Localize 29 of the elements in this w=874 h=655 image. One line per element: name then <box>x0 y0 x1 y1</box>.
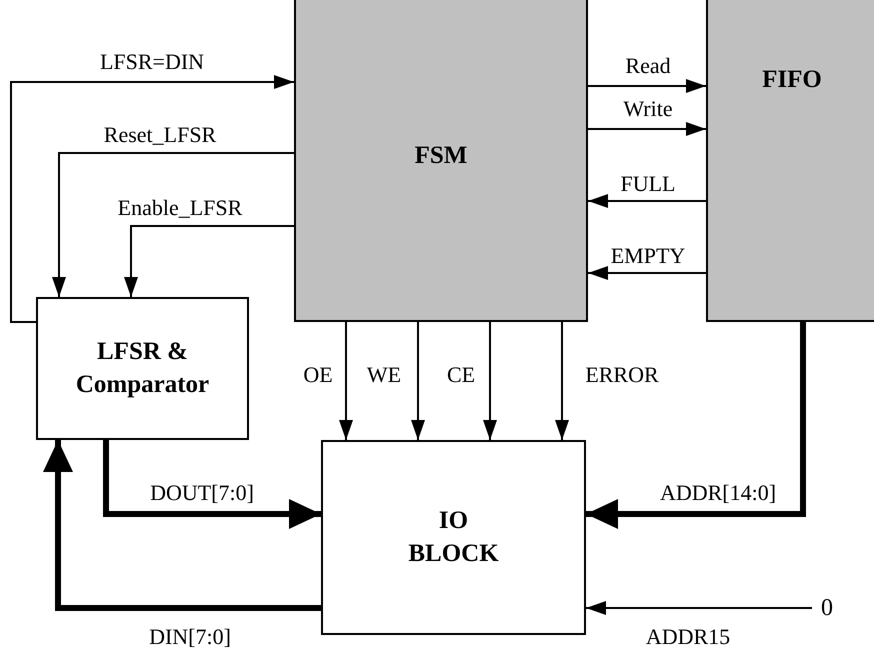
signal-arrow <box>588 194 706 208</box>
fsm-block <box>294 0 588 322</box>
signal-label: Reset_LFSR <box>102 124 218 146</box>
block-title: LFSR & Comparator <box>76 337 210 400</box>
fifo-block <box>706 0 874 322</box>
signal-arrow <box>339 322 353 440</box>
signal-arrow <box>586 601 812 615</box>
signal-value: 0 <box>821 594 833 624</box>
signal-label: DOUT[7:0] <box>149 482 255 504</box>
bus-arrow <box>586 322 806 529</box>
block-title: FSM <box>414 141 468 171</box>
bus-arrow <box>103 440 321 529</box>
signal-label: DIN[7:0] <box>148 626 232 648</box>
bus-arrow <box>43 440 321 611</box>
signal-label: ADDR[14:0] <box>658 482 778 504</box>
signal-arrow <box>124 225 294 297</box>
signal-arrow <box>555 322 569 440</box>
block-title: FIFO <box>762 65 822 95</box>
lfsr-comparator-block <box>36 297 249 440</box>
signal-arrow <box>483 322 497 440</box>
block-title: IO BLOCK <box>408 506 499 568</box>
signal-arrow <box>588 122 706 136</box>
signal-arrow <box>588 79 706 93</box>
io-block <box>321 440 586 635</box>
signal-arrow <box>588 266 706 280</box>
signal-label: Enable_LFSR <box>116 197 244 219</box>
signal-arrow <box>411 322 425 440</box>
signal-arrow <box>10 75 294 323</box>
signal-arrow <box>52 152 294 297</box>
